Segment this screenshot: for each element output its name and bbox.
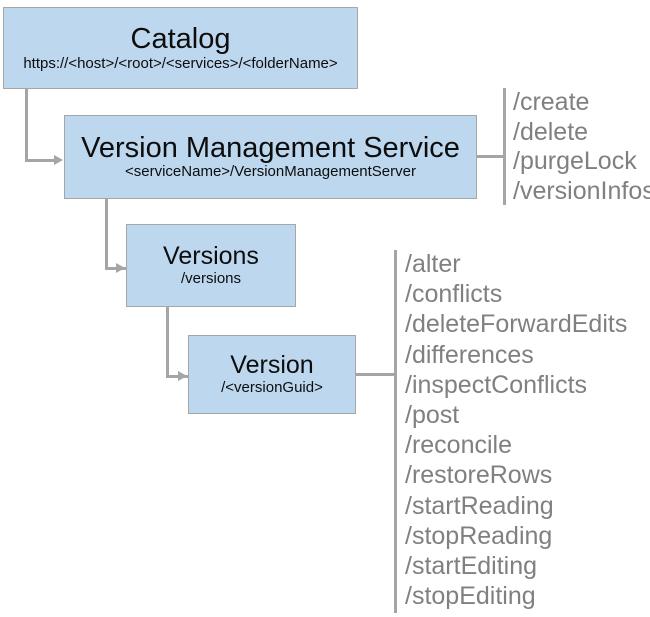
node-catalog-subtitle: https://<host>/<root>/<services>/<folder…: [23, 54, 338, 72]
arrowhead-versions-to-version: [178, 371, 187, 381]
endpoint-item[interactable]: /delete: [513, 117, 589, 146]
node-versions-subtitle: /versions: [180, 270, 242, 288]
node-version-management-service[interactable]: Version Management Service <serviceName>…: [64, 115, 477, 199]
node-version-subtitle: /<versionGuid>: [221, 379, 323, 397]
bracket-version-operations: [394, 250, 397, 613]
endpoint-item[interactable]: /inspectConflicts: [405, 370, 588, 399]
endpoint-list-version-operations: /alter /conflicts /deleteForwardEdits /d…: [405, 249, 627, 611]
connector-catalog-to-service-vertical: [25, 88, 28, 162]
node-catalog[interactable]: Catalog https://<host>/<root>/<services>…: [3, 7, 358, 89]
arrowhead-service-to-versions: [116, 263, 125, 273]
endpoint-item[interactable]: /alter: [405, 250, 461, 278]
endpoint-item[interactable]: /post: [405, 401, 460, 430]
node-catalog-title: Catalog: [130, 22, 231, 55]
endpoint-item[interactable]: /startEditing: [405, 552, 538, 581]
connector-service-to-operations: [477, 155, 505, 158]
node-versions[interactable]: Versions /versions: [126, 224, 296, 307]
endpoint-item[interactable]: /differences: [405, 340, 534, 369]
connector-service-to-versions-vertical: [105, 198, 108, 270]
endpoint-item[interactable]: /deleteForwardEdits: [405, 310, 628, 339]
bracket-service-operations: [503, 88, 506, 205]
endpoint-item[interactable]: /stopEditing: [405, 582, 536, 611]
endpoint-item[interactable]: /purgeLock: [513, 147, 637, 175]
arrowhead-catalog-to-service: [54, 155, 63, 165]
node-version-title: Version: [230, 351, 314, 380]
node-version[interactable]: Version /<versionGuid>: [188, 335, 356, 414]
endpoint-item[interactable]: /restoreRows: [405, 461, 553, 490]
endpoint-item[interactable]: /versionInfos: [513, 176, 650, 205]
endpoint-list-service-operations: /create /delete /purgeLock /versionInfos: [513, 88, 650, 206]
endpoint-item[interactable]: /startReading: [405, 491, 554, 520]
node-version-management-service-subtitle: <serviceName>/VersionManagementServer: [125, 163, 416, 181]
endpoint-item[interactable]: /create: [513, 88, 590, 116]
connector-versions-to-version-vertical: [166, 306, 169, 378]
endpoint-item[interactable]: /conflicts: [405, 280, 503, 309]
endpoint-item[interactable]: /stopReading: [405, 521, 553, 550]
node-versions-title: Versions: [163, 242, 259, 271]
connector-version-to-operations: [356, 373, 396, 376]
node-version-management-service-title: Version Management Service: [81, 132, 460, 165]
endpoint-item[interactable]: /reconcile: [405, 431, 512, 460]
connector-catalog-to-service-horizontal: [25, 159, 55, 162]
